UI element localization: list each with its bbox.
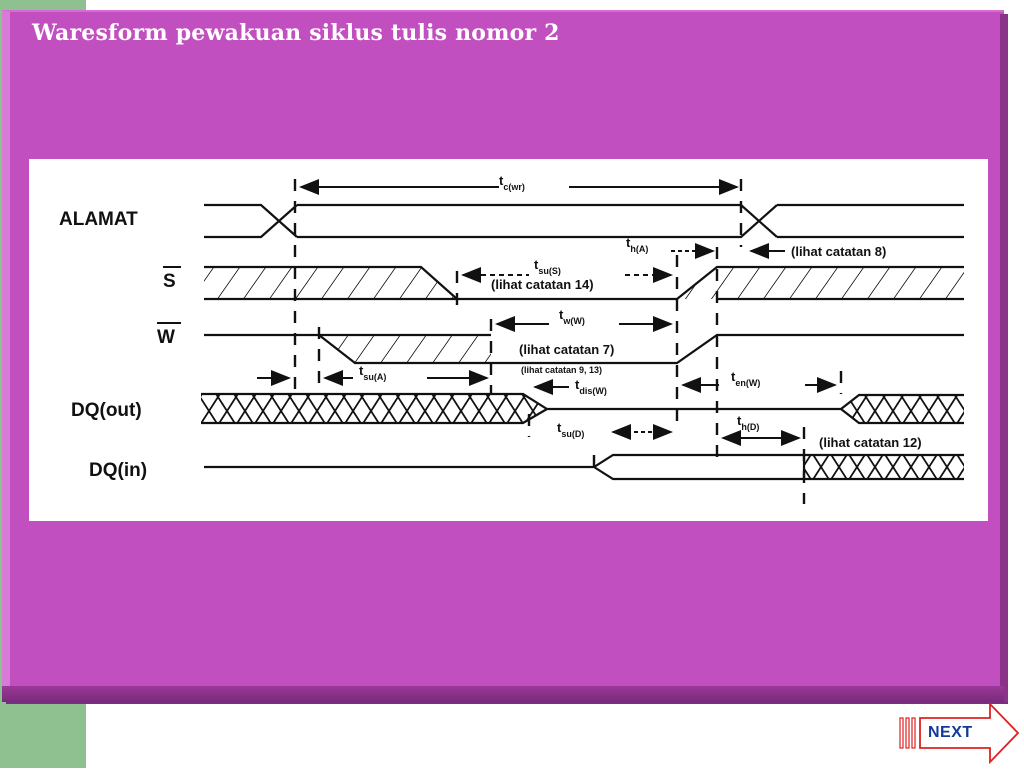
slide-title: Waresform pewakuan siklus tulis nomor 2 (32, 20, 560, 46)
timing-label-tc-wr: tc(wr) (499, 173, 525, 192)
signal-label-w: W (157, 327, 175, 348)
waveform-alamat (204, 203, 964, 239)
timing-label-tsu-d: tsu(D) (557, 420, 584, 439)
signal-label-s: S (163, 271, 176, 292)
timing-label-tw-w: tw(W) (559, 307, 585, 326)
next-label: NEXT (928, 724, 973, 741)
timing-label-th-a: th(A) (626, 235, 648, 254)
signal-label-dq-out: DQ(out) (71, 400, 142, 421)
note-14: (lihat catatan 14) (491, 277, 594, 292)
note-8: (lihat catatan 8) (791, 244, 886, 259)
timing-diagram: ALAMAT S W DQ(out) DQ(in) (29, 159, 988, 521)
timing-label-tsu-s: tsu(S) (534, 257, 561, 276)
next-button[interactable]: NEXT (898, 701, 1022, 765)
signal-label-dq-in: DQ(in) (89, 460, 147, 481)
arrow-right-icon (899, 701, 1020, 765)
timing-label-tdis-w: tdis(W) (575, 377, 607, 396)
top-margin (0, 0, 1024, 12)
slide-bevel-right (1000, 14, 1008, 702)
timing-label-th-d: th(D) (737, 413, 759, 432)
note-12: (lihat catatan 12) (819, 435, 922, 450)
slide-bevel-bottom (2, 686, 1004, 702)
timing-label-ten-w: ten(W) (731, 369, 760, 388)
signal-label-alamat: ALAMAT (59, 209, 138, 230)
timing-label-tsu-a: tsu(A) (359, 363, 386, 382)
note-7: (lihat catatan 7) (519, 342, 614, 357)
note-9-13: (lihat catatan 9, 13) (521, 365, 602, 375)
